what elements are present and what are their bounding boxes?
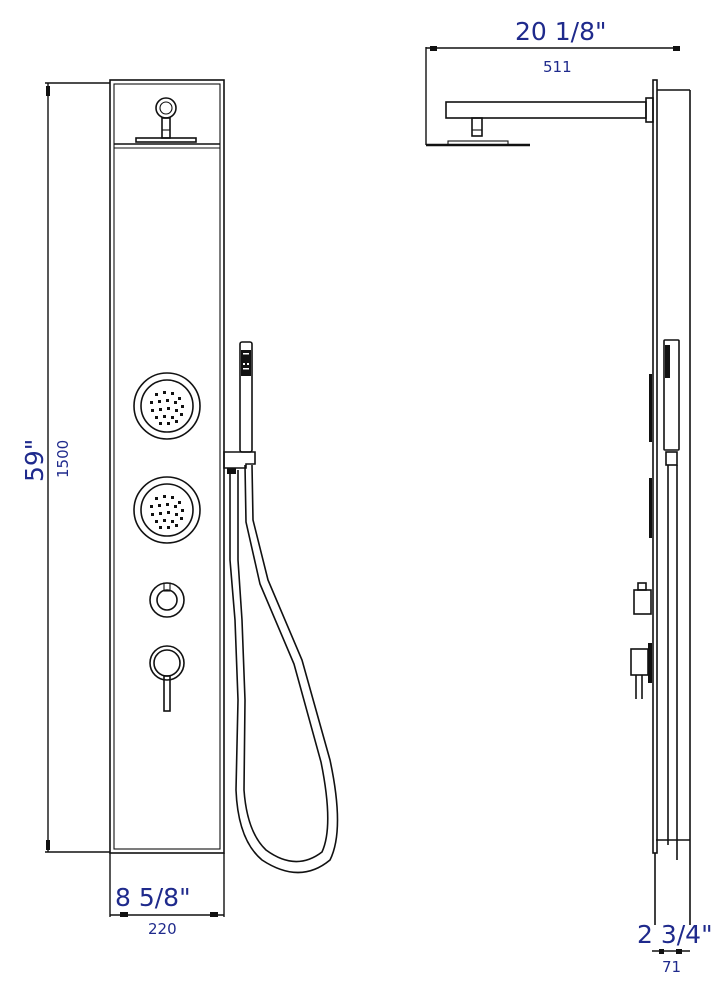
width-imperial-label: 8 5/8" (115, 883, 191, 912)
rain-shower-head-front (135, 97, 197, 143)
hand-shower-holder (223, 451, 256, 474)
body-jet-lower (133, 476, 201, 544)
depth-imperial-label: 2 3/4" (637, 920, 713, 949)
depth-metric-label: 71 (662, 958, 681, 976)
width-metric-label: 220 (148, 920, 177, 938)
arm-reach-dimension: 20 1/8" 511 (425, 17, 680, 145)
height-dimension: 59" 1500 (20, 82, 110, 853)
diverter-knob-front (149, 582, 185, 618)
body-jet-upper (133, 372, 201, 440)
mixer-handle-side (630, 643, 652, 699)
arm-reach-imperial-label: 20 1/8" (515, 17, 607, 46)
diverter-knob-side (633, 582, 652, 615)
front-view: 59" 1500 (20, 79, 339, 938)
width-dimension: 8 5/8" 220 (109, 853, 225, 938)
hand-shower-side (663, 339, 680, 860)
panel-side (649, 79, 691, 925)
arm-reach-metric-label: 511 (543, 58, 572, 76)
mixer-handle-front (149, 645, 185, 712)
height-metric-label: 1500 (54, 440, 72, 478)
shower-hose (229, 464, 339, 874)
side-view: 20 1/8" 511 (425, 17, 713, 976)
hand-shower-front (239, 341, 253, 453)
depth-dimension: 2 3/4" 71 (637, 920, 713, 976)
height-imperial-label: 59" (20, 439, 49, 482)
panel-front (109, 79, 225, 854)
rain-shower-arm (426, 97, 654, 147)
